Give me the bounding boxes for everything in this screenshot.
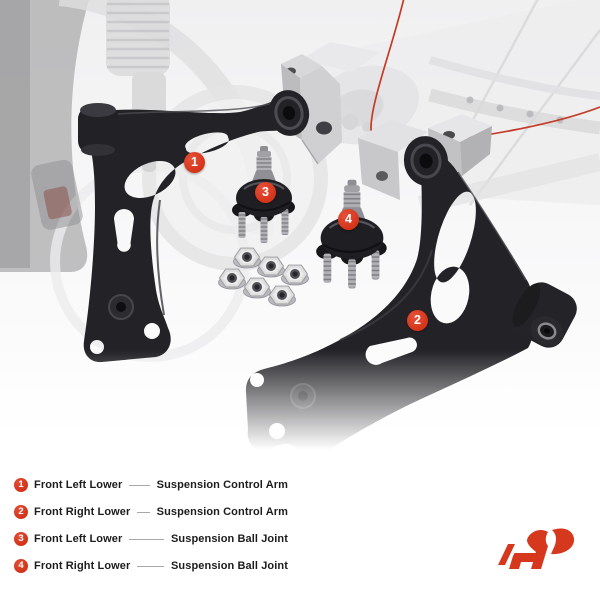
legend-part-label: Suspension Ball Joint bbox=[170, 533, 288, 545]
callout-2: 2 bbox=[407, 310, 428, 331]
a-premium-logo-icon bbox=[498, 528, 575, 569]
legend-part-label: Suspension Ball Joint bbox=[170, 560, 288, 572]
leader-line bbox=[129, 484, 150, 486]
legend-row-2: 2 Front Right Lower Suspension Control A… bbox=[14, 503, 288, 521]
legend-badge-4: 4 bbox=[14, 559, 28, 573]
product-photo bbox=[0, 0, 600, 475]
legend-row-1: 1 Front Left Lower Suspension Control Ar… bbox=[14, 476, 288, 494]
leader-line bbox=[137, 511, 150, 513]
leader-line bbox=[137, 565, 164, 567]
leader-line bbox=[129, 538, 164, 540]
legend-part-label: Suspension Control Arm bbox=[156, 479, 288, 491]
control-arm-left bbox=[78, 90, 310, 363]
legend-position-label: Front Left Lower bbox=[34, 533, 123, 545]
legend-position-label: Front Right Lower bbox=[34, 560, 131, 572]
legend: 1 Front Left Lower Suspension Control Ar… bbox=[14, 476, 288, 584]
legend-part-label: Suspension Control Arm bbox=[156, 506, 288, 518]
legend-row-3: 3 Front Left Lower Suspension Ball Joint bbox=[14, 530, 288, 548]
legend-badge-3: 3 bbox=[14, 532, 28, 546]
legend-position-label: Front Left Lower bbox=[34, 479, 123, 491]
callout-4: 4 bbox=[338, 209, 359, 230]
legend-position-label: Front Right Lower bbox=[34, 506, 131, 518]
callout-1: 1 bbox=[184, 152, 205, 173]
legend-row-4: 4 Front Right Lower Suspension Ball Join… bbox=[14, 557, 288, 575]
legend-badge-1: 1 bbox=[14, 478, 28, 492]
legend-badge-2: 2 bbox=[14, 505, 28, 519]
callout-3: 3 bbox=[255, 182, 276, 203]
